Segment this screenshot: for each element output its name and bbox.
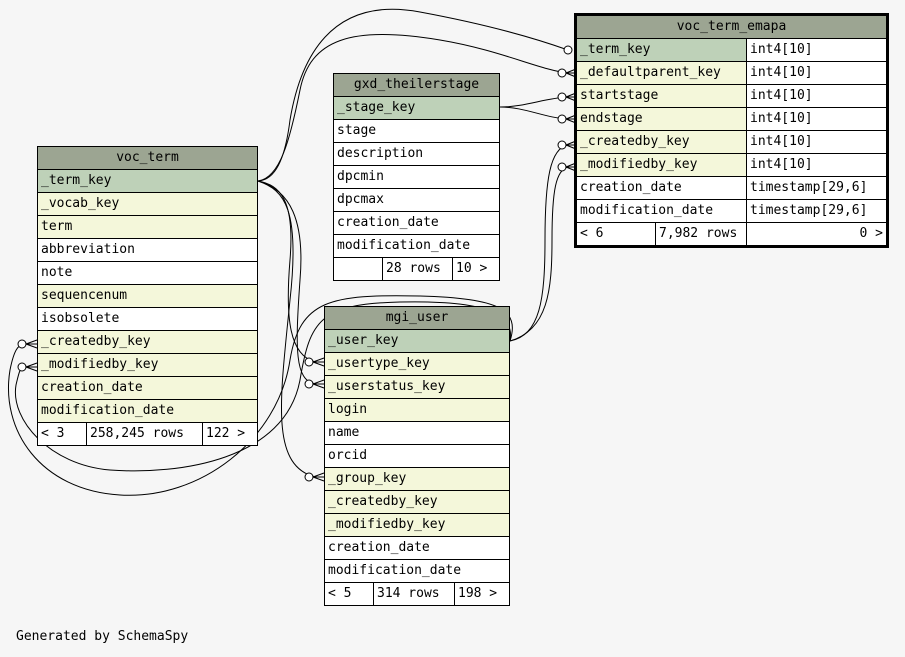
table-title[interactable]: mgi_user <box>324 306 510 330</box>
marker-emapa-defaultparent <box>557 68 567 78</box>
row-count: 7,982 rows <box>655 222 747 246</box>
column-row[interactable]: modification_date <box>324 559 510 583</box>
column-type: int4[10] <box>746 84 887 108</box>
column-row[interactable]: orcid <box>324 444 510 468</box>
column-type: int4[10] <box>746 153 887 177</box>
marker-user-group <box>304 472 314 482</box>
column-row[interactable]: term <box>37 215 258 239</box>
column-row[interactable]: creation_date <box>333 211 500 235</box>
column-type: timestamp[29,6] <box>746 176 887 200</box>
column-row[interactable]: sequencenum <box>37 284 258 308</box>
column-row[interactable]: _userstatus_key <box>324 375 510 399</box>
marker-emapa-createdby <box>557 140 567 150</box>
column-row[interactable]: name <box>324 421 510 445</box>
column-name[interactable]: startstage <box>576 84 747 108</box>
column-row[interactable]: isobsolete <box>37 307 258 331</box>
crowfoot-user-group <box>312 472 325 482</box>
children-count[interactable]: 10 > <box>452 257 500 281</box>
generated-by-label: Generated by SchemaSpy <box>16 629 189 644</box>
table-voc-term-emapa[interactable]: voc_term_emapa _term_key int4[10] _defau… <box>574 13 889 248</box>
column-row[interactable]: login <box>324 398 510 422</box>
column-name[interactable]: endstage <box>576 107 747 131</box>
row-count: 314 rows <box>373 582 455 606</box>
column-row[interactable]: creation_date <box>324 536 510 560</box>
column-type: int4[10] <box>746 130 887 154</box>
crowfoot-user-userstatus <box>312 379 325 389</box>
column-name[interactable]: creation_date <box>576 176 747 200</box>
marker-user-usertype <box>304 357 314 367</box>
table-mgi-user[interactable]: mgi_user _user_key _usertype_key _userst… <box>324 306 510 606</box>
table-voc-term[interactable]: voc_term _term_key _vocab_key term abbre… <box>37 146 258 446</box>
column-name[interactable]: _createdby_key <box>576 130 747 154</box>
column-row[interactable]: _vocab_key <box>37 192 258 216</box>
column-row[interactable]: modification_date <box>37 399 258 423</box>
column-row[interactable]: _createdby_key <box>37 330 258 354</box>
marker-user-userstatus <box>304 379 314 389</box>
crowfoot-term-createdby <box>25 339 38 349</box>
marker-emapa-term <box>563 45 573 55</box>
marker-term-modifiedby <box>17 362 27 372</box>
crowfoot-emapa-defaultparent <box>565 68 577 78</box>
column-type: int4[10] <box>746 38 887 62</box>
column-row[interactable]: description <box>333 142 500 166</box>
row-count: 28 rows <box>382 257 453 281</box>
crowfoot-user-usertype <box>312 357 325 367</box>
column-row[interactable]: dpcmin <box>333 165 500 189</box>
column-row[interactable]: _modifiedby_key <box>324 513 510 537</box>
edge-term-to-user-usertype <box>257 180 316 363</box>
children-count[interactable]: 122 > <box>202 422 258 446</box>
edge-stage-to-endstage <box>499 106 569 120</box>
column-row[interactable]: modification_date <box>333 234 500 258</box>
column-row[interactable]: _term_key <box>37 169 258 193</box>
marker-term-createdby <box>17 339 27 349</box>
column-row[interactable]: dpcmax <box>333 188 500 212</box>
column-row[interactable]: _stage_key <box>333 96 500 120</box>
parents-count <box>333 257 383 281</box>
column-name[interactable]: _modifiedby_key <box>576 153 747 177</box>
marker-emapa-modifiedby <box>557 162 567 172</box>
crowfoot-term-modifiedby <box>25 362 38 372</box>
edge-stage-to-startstage <box>499 96 569 108</box>
parents-count[interactable]: < 5 <box>324 582 374 606</box>
marker-emapa-endstage <box>557 114 567 124</box>
children-count[interactable]: 0 > <box>746 222 887 246</box>
column-row[interactable]: _usertype_key <box>324 352 510 376</box>
edge-term-to-user-group <box>257 180 316 478</box>
column-row[interactable]: creation_date <box>37 376 258 400</box>
table-title[interactable]: voc_term <box>37 146 258 170</box>
edge-user-to-emapa-createdby <box>509 144 569 342</box>
column-name[interactable]: modification_date <box>576 199 747 223</box>
column-row[interactable]: _modifiedby_key <box>37 353 258 377</box>
table-title[interactable]: voc_term_emapa <box>576 15 887 39</box>
edge-user-to-emapa-modifiedby <box>509 166 569 342</box>
column-row[interactable]: note <box>37 261 258 285</box>
column-name[interactable]: _term_key <box>576 38 747 62</box>
crowfoot-emapa-startstage <box>565 92 577 102</box>
column-name[interactable]: _defaultparent_key <box>576 61 747 85</box>
column-type: int4[10] <box>746 61 887 85</box>
crowfoot-emapa-createdby <box>565 140 577 150</box>
table-gxd-theilerstage[interactable]: gxd_theilerstage _stage_key stage descri… <box>333 73 500 281</box>
row-count: 258,245 rows <box>86 422 203 446</box>
parents-count[interactable]: < 6 <box>576 222 656 246</box>
column-type: timestamp[29,6] <box>746 199 887 223</box>
crowfoot-emapa-endstage <box>565 114 577 124</box>
table-title[interactable]: gxd_theilerstage <box>333 73 500 97</box>
column-row[interactable]: _group_key <box>324 467 510 491</box>
column-row[interactable]: abbreviation <box>37 238 258 262</box>
column-row[interactable]: _createdby_key <box>324 490 510 514</box>
parents-count[interactable]: < 3 <box>37 422 87 446</box>
column-row[interactable]: stage <box>333 119 500 143</box>
crowfoot-emapa-modifiedby <box>565 162 577 172</box>
marker-emapa-startstage <box>557 92 567 102</box>
column-row[interactable]: _user_key <box>324 329 510 353</box>
edge-term-to-user-userstatus <box>257 180 316 385</box>
children-count[interactable]: 198 > <box>454 582 510 606</box>
column-type: int4[10] <box>746 107 887 131</box>
